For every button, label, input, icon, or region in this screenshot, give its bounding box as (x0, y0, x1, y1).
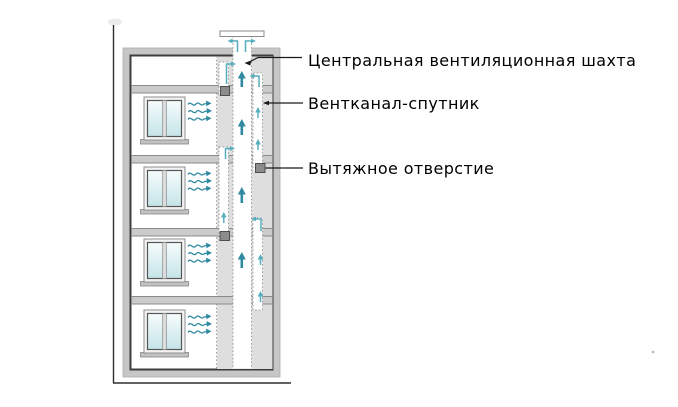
satellite-duct-right-2 (252, 217, 263, 311)
smudge-artifact (108, 18, 122, 26)
satellite-duct-right-1 (252, 72, 263, 173)
label-satellite-duct: Вентканал-спутник (308, 94, 480, 113)
leader-lines (244, 56, 303, 169)
satellite-duct-left-2 (218, 146, 229, 241)
roof-vent-cap (219, 30, 265, 37)
speck-artifact (651, 350, 655, 354)
floor-slab-2 (131, 155, 273, 164)
exhaust-opening-right-1 (255, 163, 266, 173)
floor-slab-4 (131, 296, 273, 305)
floor-slab-3 (131, 228, 273, 237)
satellite-airflow-arrows (220, 61, 265, 303)
floor-slab-1 (131, 85, 273, 94)
label-exhaust-opening: Вытяжное отверстие (308, 159, 495, 178)
exhaust-opening-left-2 (219, 231, 230, 241)
exhaust-opening-left-1 (220, 86, 230, 96)
roof-outlet-arrows (227, 38, 256, 52)
floor-slabs (131, 85, 273, 305)
satellite-duct-left-1 (218, 61, 229, 96)
label-central-shaft: Центральная вентиляционная шахта (308, 51, 637, 70)
